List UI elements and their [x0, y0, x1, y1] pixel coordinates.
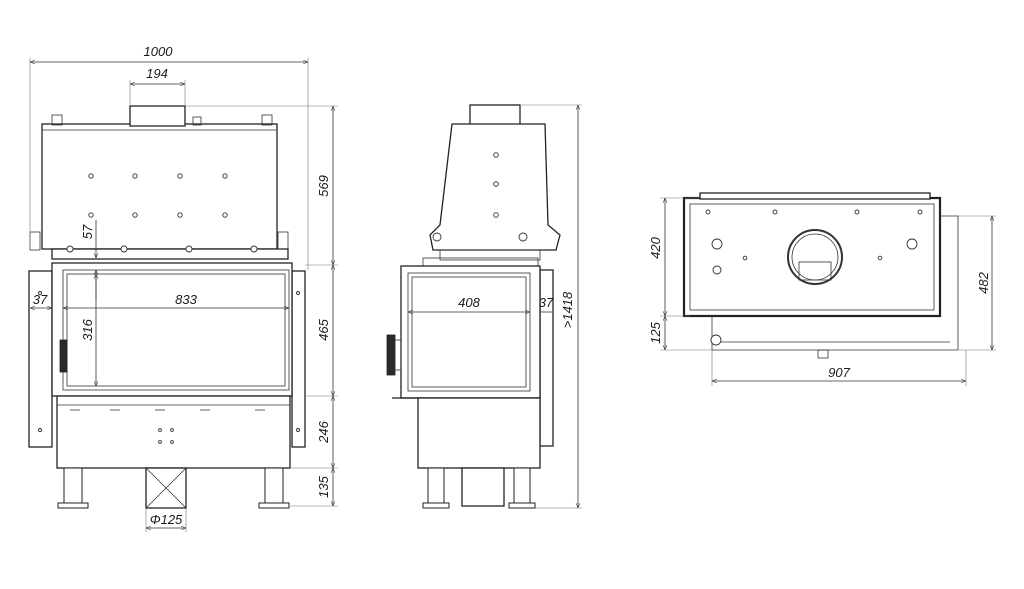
dim-front-offset-57: 57 — [80, 224, 95, 239]
dim-front-door-height: 465 — [316, 318, 331, 340]
side-view — [386, 104, 561, 509]
dim-plan-width-907: 907 — [828, 365, 850, 380]
side-hood — [429, 123, 561, 251]
dim-side-37: 37 — [539, 295, 554, 310]
dimension-labels: 1000 194 569 57 37 833 316 465 246 135 Φ… — [33, 44, 991, 527]
side-base — [417, 397, 541, 469]
front-glass — [62, 269, 290, 391]
front-hood — [41, 123, 278, 250]
front-flue-outlet — [129, 105, 186, 127]
dim-front-base-height: 246 — [316, 420, 331, 443]
dim-front-leg-height: 135 — [316, 475, 331, 497]
plan-view — [682, 192, 959, 359]
front-base — [56, 395, 291, 469]
dimension-lines — [29, 58, 996, 532]
front-leg-left — [63, 467, 83, 507]
front-door-handle — [59, 339, 68, 373]
front-leg-right — [264, 467, 284, 507]
plan-flue-opening — [787, 229, 843, 285]
dim-front-side-37: 37 — [33, 292, 48, 307]
side-flue-outlet — [469, 104, 521, 126]
side-glass — [407, 272, 531, 392]
dim-side-overall-height: >1418 — [560, 291, 575, 328]
dim-plan-depth-125: 125 — [648, 321, 663, 343]
hood-rivets — [88, 173, 228, 218]
dim-front-flue-diameter: Φ125 — [150, 512, 183, 527]
dim-plan-depth-482: 482 — [976, 271, 991, 293]
dim-front-flue-width: 194 — [146, 66, 168, 81]
dim-plan-depth-420: 420 — [648, 236, 663, 258]
dim-front-overall-width: 1000 — [144, 44, 174, 59]
front-side-plate-right — [291, 270, 306, 448]
dim-front-glass-height: 316 — [80, 318, 95, 340]
dim-front-top-height: 569 — [316, 175, 331, 197]
dim-front-glass-width: 833 — [175, 292, 197, 307]
side-door-handle — [386, 334, 396, 376]
dim-side-glass-width: 408 — [458, 295, 480, 310]
front-view — [28, 105, 306, 509]
